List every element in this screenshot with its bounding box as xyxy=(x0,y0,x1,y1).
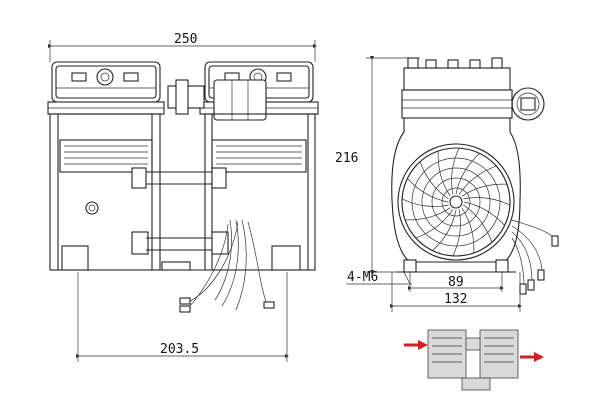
fan-spoke xyxy=(461,183,508,197)
dimension-base-width: 132 xyxy=(389,272,523,312)
dim-label-89: 89 xyxy=(448,275,464,290)
fan-spoke xyxy=(415,209,454,239)
fan-spoke xyxy=(452,209,461,257)
fan-spoke xyxy=(463,197,511,206)
side-wire-harness xyxy=(511,219,559,295)
fan-spoke xyxy=(463,201,505,226)
fan-spoke xyxy=(451,147,460,195)
dimension-overall-width: 250 xyxy=(47,32,318,62)
center-connector-tube xyxy=(167,79,267,121)
side-foot-right xyxy=(495,259,509,273)
front-view: 250 xyxy=(47,32,319,362)
fan-spoke xyxy=(401,198,449,207)
dim-label-203-5: 203.5 xyxy=(160,342,199,357)
wire-harness xyxy=(179,219,275,313)
right-body-casting xyxy=(204,113,316,271)
dim-label-216: 216 xyxy=(335,151,358,166)
fan-spoke xyxy=(463,204,493,243)
dimension-mount-holes: 4-M6 xyxy=(346,270,412,285)
flow-diagram xyxy=(404,329,544,391)
fan-spoke xyxy=(432,209,457,251)
dimension-hole-spacing: 89 xyxy=(407,272,505,292)
side-body xyxy=(391,118,521,263)
fan-spoke xyxy=(458,165,497,195)
dim-label-4-m6: 4-M6 xyxy=(347,270,378,285)
dimension-mount-spacing: 203.5 xyxy=(75,272,290,362)
side-foot-left xyxy=(403,259,417,273)
fan-spoke xyxy=(455,153,480,195)
flow-arrow-in-icon xyxy=(404,340,428,350)
side-view: 216 xyxy=(335,55,559,312)
left-body-casting xyxy=(49,113,161,271)
flow-arrow-out-icon xyxy=(520,352,544,362)
side-head xyxy=(401,57,513,119)
fan-spoke xyxy=(437,150,451,197)
fan-spoke xyxy=(419,161,449,200)
left-cylinder-head xyxy=(47,61,165,115)
dimension-height: 216 xyxy=(335,55,420,275)
fan-guard-icon xyxy=(397,143,515,261)
fan-spoke xyxy=(407,178,449,203)
crank-shaft xyxy=(131,167,227,271)
fan-spoke xyxy=(461,207,475,254)
fan-spoke xyxy=(404,207,451,221)
capacitor xyxy=(511,87,545,121)
dim-label-132: 132 xyxy=(444,292,467,307)
dim-label-250: 250 xyxy=(174,32,197,47)
